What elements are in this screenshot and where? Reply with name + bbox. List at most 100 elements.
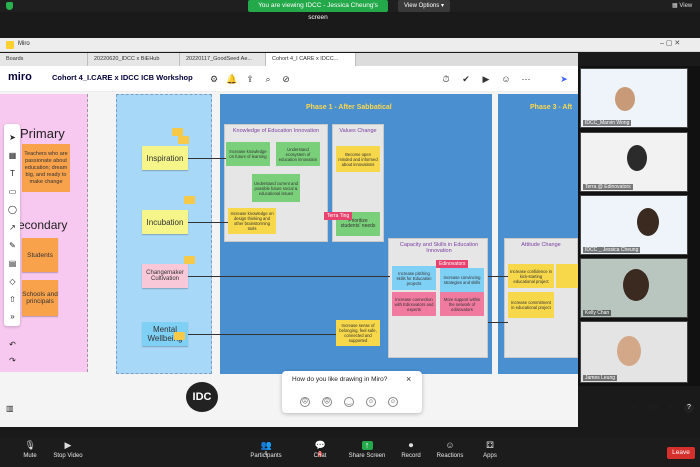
text-tool-icon[interactable]: T: [10, 169, 15, 178]
more-tools-icon[interactable]: »: [10, 312, 15, 321]
zoom-in-icon[interactable]: +: [668, 402, 674, 412]
share-export-icon[interactable]: ⇪: [246, 74, 254, 84]
video-tile[interactable]: James Leung: [580, 321, 688, 383]
knowledge-note-2[interactable]: Understand ecosystem of education innova…: [276, 142, 320, 166]
leave-button[interactable]: Leave: [667, 447, 695, 459]
timer-icon[interactable]: ⏱: [442, 74, 450, 84]
comment-icon[interactable]: [184, 196, 195, 204]
cursor-icon[interactable]: ➤: [560, 74, 568, 84]
connector-line[interactable]: [188, 158, 226, 159]
share-screen-label: Share Screen: [348, 453, 386, 459]
video-tile[interactable]: Kelly Chan: [580, 258, 688, 318]
schools-note[interactable]: Schools and principals: [22, 280, 58, 316]
zoom-out-icon[interactable]: –: [630, 402, 636, 412]
mute-label: Mute: [23, 453, 37, 459]
connector-line[interactable]: [488, 276, 508, 277]
attitude-note-extra[interactable]: [556, 264, 578, 288]
more-icon[interactable]: ⋯: [521, 74, 531, 84]
rating-2-icon[interactable]: ☹: [322, 397, 332, 407]
students-note[interactable]: Students: [22, 238, 58, 272]
line-tool-icon[interactable]: ↗: [9, 223, 16, 232]
video-tile[interactable]: IDCC _ Jessica Cheung: [580, 195, 688, 255]
rating-1-icon[interactable]: ☹: [300, 397, 310, 407]
apps-icon: ⚃: [486, 440, 494, 450]
rating-5-icon[interactable]: ☺: [388, 397, 398, 407]
board-title[interactable]: Cohort 4_I.CARE x IDCC ICB Workshop: [52, 73, 193, 82]
miro-logo[interactable]: miro: [8, 71, 32, 83]
attitude-note-1[interactable]: Increase confidence in kick-starting edu…: [508, 264, 554, 288]
rating-3-icon[interactable]: ‿: [344, 397, 354, 407]
video-camera-icon: ▶: [64, 440, 72, 450]
hide-icon[interactable]: ⊘: [282, 74, 290, 84]
participant-name: IDCC_Marvin Wong: [583, 120, 632, 126]
shield-icon[interactable]: [6, 2, 13, 10]
capacity-note-2[interactable]: Increase convincing strategies and skill…: [440, 268, 484, 292]
shape-tool-icon[interactable]: ◯: [8, 205, 17, 214]
select-tool-icon[interactable]: ➤: [9, 133, 16, 142]
mute-button[interactable]: 🎙Mute: [0, 441, 60, 460]
view-button[interactable]: ▦ View: [672, 3, 693, 9]
capacity-note-4[interactable]: More support within the network of edino…: [440, 292, 484, 316]
comment-icon[interactable]: [184, 256, 195, 264]
outcome-inspiration[interactable]: Inspiration: [142, 146, 188, 170]
pen-tool-icon[interactable]: ✎: [9, 241, 16, 250]
attitude-title: Attitude Change: [521, 242, 561, 248]
video-tile[interactable]: IDCC_Marvin Wong: [580, 68, 688, 128]
settings-icon[interactable]: ⚙: [209, 74, 219, 84]
participants-icon: 👥6: [260, 440, 272, 458]
record-button[interactable]: ⏺Record: [381, 440, 441, 460]
emoji-icon[interactable]: ☺: [501, 74, 511, 84]
tab-cohort4[interactable]: Cohort 4_I CARE x IDCC...: [266, 53, 356, 66]
comment-icon[interactable]: [174, 332, 185, 340]
wellbeing-note[interactable]: Increase sense of belonging, feel safe, …: [336, 320, 380, 346]
redo-icon[interactable]: ↷: [9, 356, 16, 365]
primary-note[interactable]: Teachers who are passionate about educat…: [22, 144, 70, 192]
tab-biehub[interactable]: 20220620_IDCC x BiEHub: [88, 53, 180, 66]
browser-titlebar: Miro – ▢ ✕: [0, 38, 700, 52]
undo-icon[interactable]: ↶: [9, 340, 16, 349]
connector-line[interactable]: [488, 322, 508, 323]
reactions-button[interactable]: ☺Reactions: [420, 441, 480, 460]
knowledge-note-3[interactable]: Understand current and possible future s…: [252, 174, 300, 202]
frame-tool-icon[interactable]: ▦: [8, 151, 17, 160]
upload-tool-icon[interactable]: ⇧: [9, 295, 16, 304]
window-controls[interactable]: – ▢ ✕: [660, 40, 681, 47]
view-options-button[interactable]: View Options ▾: [398, 0, 450, 12]
participant-name: Terra @ Edinovators: [583, 184, 633, 190]
eraser-tool-icon[interactable]: ◇: [9, 277, 16, 286]
connector-line[interactable]: [188, 276, 390, 277]
capacity-note-1[interactable]: Increase pitching skills for Education p…: [392, 266, 436, 290]
record-icon: ⏺: [408, 440, 414, 450]
video-tile[interactable]: Terra @ Edinovators: [580, 132, 688, 192]
share-screen-button[interactable]: ↑Share Screen: [337, 441, 397, 460]
attitude-note-2[interactable]: Increase commitment in educational proje…: [508, 292, 554, 318]
help-icon[interactable]: ?: [684, 403, 694, 413]
sidebar-toggle-icon[interactable]: ▥: [6, 404, 14, 413]
tab-goodseed[interactable]: 20220117_GoodSeed Ae...: [180, 53, 266, 66]
connector-line[interactable]: [188, 222, 228, 223]
vote-icon[interactable]: ✔: [462, 74, 470, 84]
miro-favicon-icon: [6, 41, 14, 49]
outcome-changemaker[interactable]: Changemaker Cultivation: [142, 264, 188, 288]
capacity-note-3[interactable]: Increase connection with Edinovators and…: [392, 292, 436, 316]
rating-4-icon[interactable]: ☺: [366, 397, 376, 407]
knowledge-note-1[interactable]: Increase knowledge on future of learning: [226, 142, 270, 166]
comment-icon[interactable]: [178, 136, 189, 144]
tab-boards[interactable]: Boards: [0, 53, 88, 66]
sticky-tool-icon[interactable]: ▭: [8, 187, 17, 196]
connector-line[interactable]: [188, 334, 336, 335]
close-icon[interactable]: ×: [406, 374, 412, 384]
comment-tool-icon[interactable]: ▤: [8, 259, 17, 268]
comment-icon[interactable]: [172, 128, 183, 136]
search-icon[interactable]: ⌕: [265, 74, 271, 84]
knowledge-note-4[interactable]: Increase knowledge on design thinking an…: [228, 208, 276, 234]
stop-video-button[interactable]: ▶Stop Video: [38, 440, 98, 460]
values-note-1[interactable]: Become open minded and informed about in…: [336, 146, 380, 172]
apps-button[interactable]: ⚃Apps: [460, 440, 520, 460]
notifications-icon[interactable]: 🔔: [226, 74, 238, 84]
present-icon[interactable]: ▶: [482, 74, 490, 84]
zoom-level[interactable]: 20%: [646, 405, 659, 411]
outcome-incubation[interactable]: Incubation: [142, 210, 188, 234]
